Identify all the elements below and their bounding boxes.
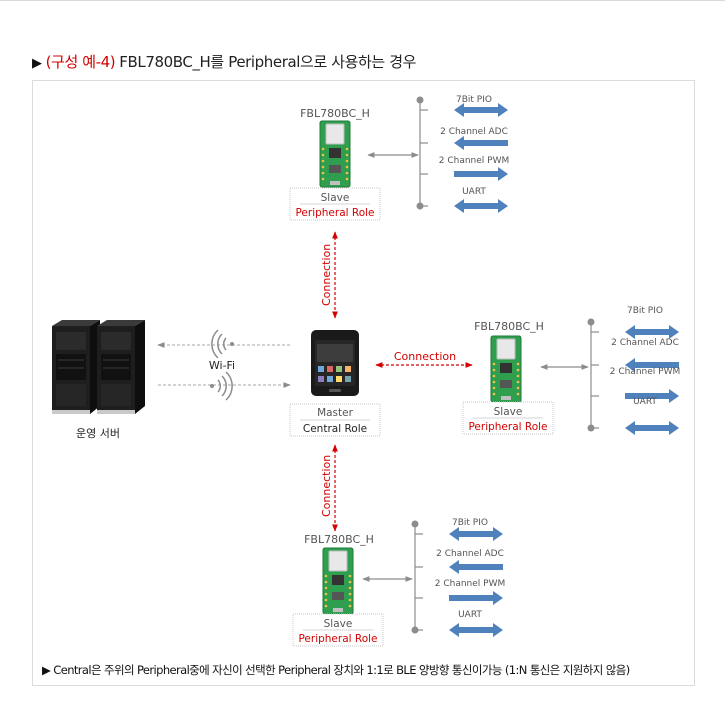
top-if-adc: 2 Channel ADC (440, 127, 508, 137)
top-module-label: FBL780BC_H (300, 107, 370, 120)
bottom-if-pio: 7Bit PIO (452, 518, 488, 528)
right-role-name: Peripheral Role (468, 421, 547, 433)
bottom-if-pwm: 2 Channel PWM (435, 579, 506, 589)
server-tower-2 (96, 319, 146, 415)
top-role-name: Peripheral Role (295, 207, 374, 219)
right-module-label: FBL780BC_H (474, 320, 544, 333)
right-if-pio: 7Bit PIO (627, 306, 663, 316)
section-heading: ▶(구성 예-4)FBL780BC_H를 Peripheral으로 사용하는 경… (32, 51, 416, 72)
footnote: ▶ Central은 주위의 Peripheral중에 자신이 선택한 Peri… (42, 663, 630, 677)
server-tower-1 (51, 319, 101, 415)
right-connection-label: Connection (394, 350, 456, 363)
top-if-pio: 7Bit PIO (456, 95, 492, 105)
right-peripheral-board (490, 335, 522, 403)
right-role: Slave (494, 406, 523, 418)
top-if-pwm: 2 Channel PWM (439, 156, 510, 166)
bottom-role-name: Peripheral Role (298, 633, 377, 645)
top-connection-label: Connection (320, 244, 333, 306)
bottom-connection-label: Connection (320, 455, 333, 517)
wifi-signal-right-icon (210, 371, 233, 401)
right-if-uart: UART (633, 397, 657, 407)
bottom-role: Slave (324, 618, 353, 630)
top-if-uart: UART (462, 187, 486, 197)
right-if-adc: 2 Channel ADC (611, 338, 679, 348)
master-role: Master (317, 407, 354, 419)
bottom-module-label: FBL780BC_H (304, 533, 374, 546)
right-if-pwm: 2 Channel PWM (610, 367, 681, 377)
bottom-if-adc: 2 Channel ADC (436, 549, 504, 559)
smartphone-master (311, 330, 359, 396)
top-role: Slave (321, 192, 350, 204)
wifi-label: Wi-Fi (209, 359, 235, 372)
server-label: 운영 서버 (76, 427, 120, 440)
top-divider (0, 0, 725, 1)
bottom-if-uart: UART (458, 610, 482, 620)
bottom-peripheral-board (322, 547, 354, 615)
master-role-name: Central Role (303, 423, 367, 435)
heading-tag: (구성 예-4) (45, 53, 116, 71)
top-peripheral-board (319, 120, 351, 188)
wifi-signal-left-icon (211, 329, 234, 359)
heading-marker: ▶ (32, 56, 42, 71)
heading-title: FBL780BC_H를 Peripheral으로 사용하는 경우 (119, 53, 416, 71)
